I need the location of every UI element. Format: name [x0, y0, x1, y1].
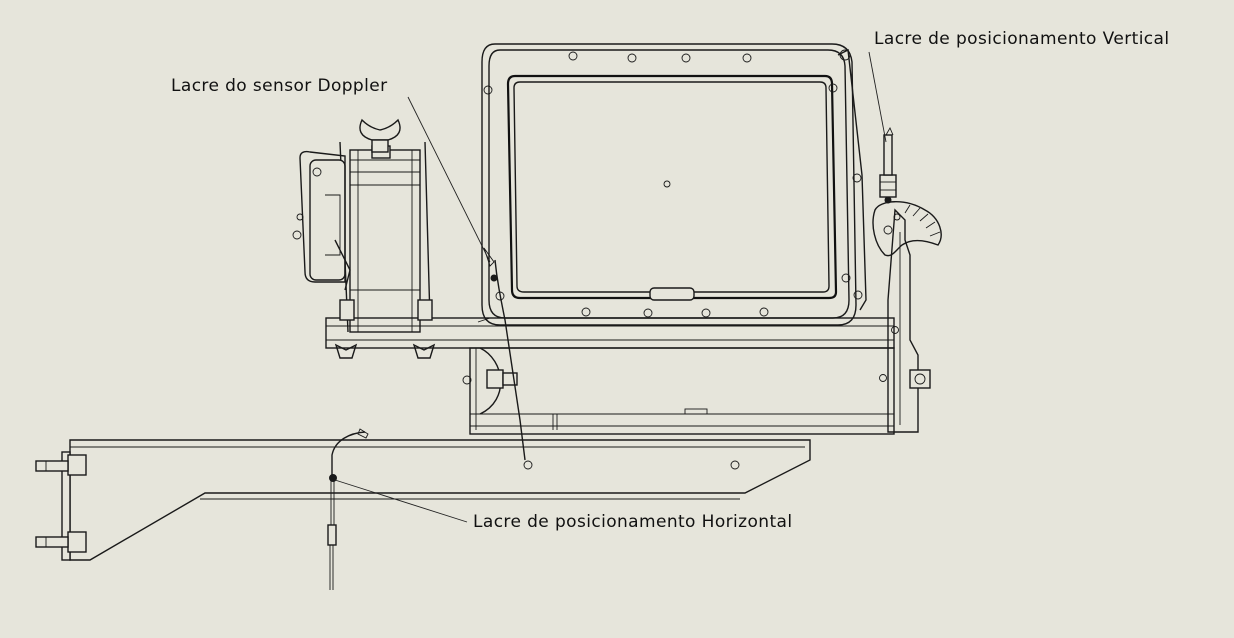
doppler-seal-label: Lacre do sensor Doppler	[171, 76, 388, 96]
doppler-sensor-bracket	[292, 118, 436, 359]
horizontal-seal-wire	[327, 428, 369, 590]
vertical-lever-plate	[879, 208, 931, 433]
doppler-seal-wire	[483, 247, 526, 461]
toothed-quadrant	[872, 201, 942, 257]
horizontal-seal-label: Lacre de posicionamento Horizontal	[473, 512, 793, 532]
doppler-seal-leader	[407, 96, 491, 263]
platform-bar	[325, 317, 895, 349]
vertical-seal-fitting	[879, 126, 897, 204]
left-mounting-plate	[35, 451, 87, 561]
vertical-seal-label: Lacre de posicionamento Vertical	[874, 29, 1170, 49]
display-monitor	[481, 43, 867, 326]
vertical-seal-leader	[868, 51, 887, 143]
horizontal-seal-leader	[334, 479, 468, 523]
horizontal-base-arm	[69, 439, 811, 561]
lower-support-box	[462, 347, 895, 435]
